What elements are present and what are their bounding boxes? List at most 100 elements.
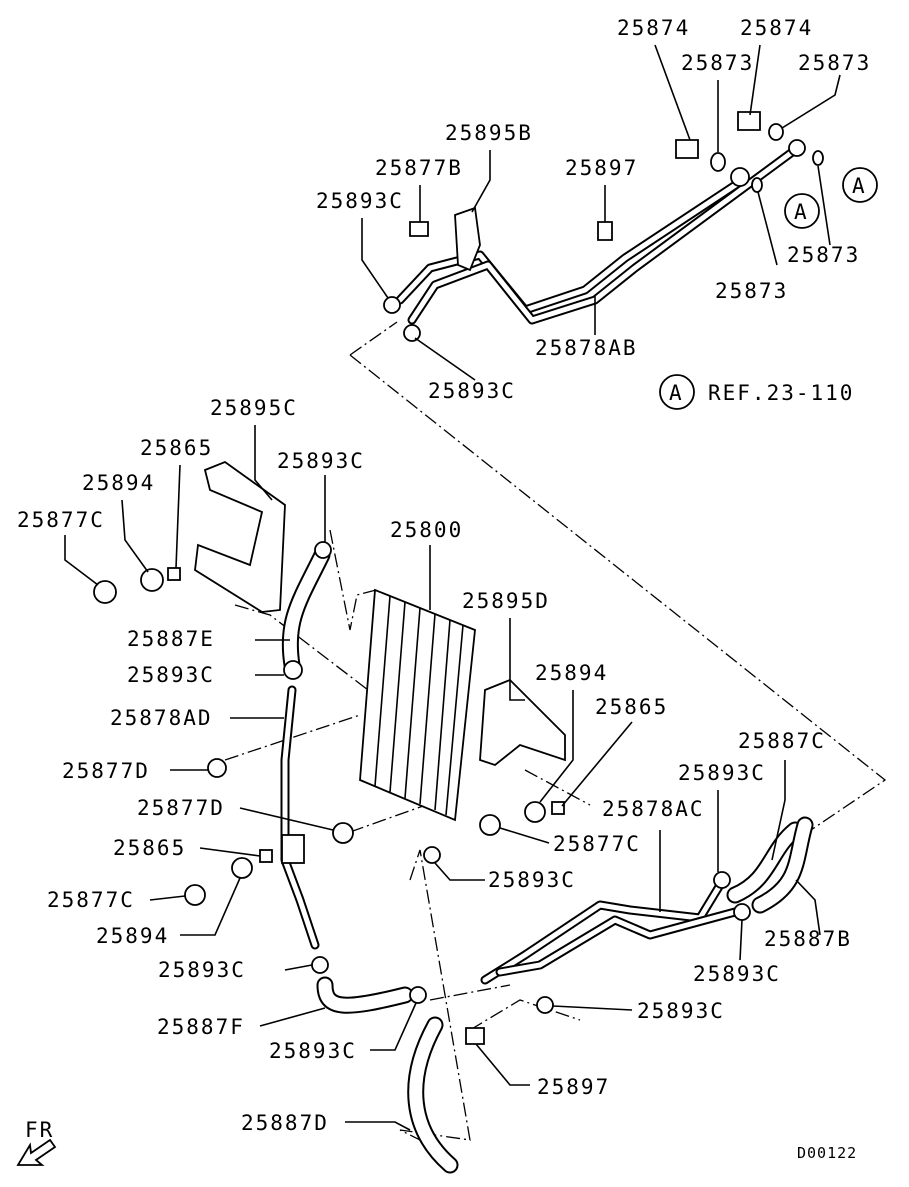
bolt-25877c	[479, 814, 501, 836]
group-line	[234, 604, 369, 691]
leader-line	[749, 44, 761, 116]
bolt-25877b	[409, 221, 429, 237]
leader-line	[199, 847, 261, 857]
part-label-25893c: 25893C	[678, 761, 766, 785]
part-label-25894: 25894	[96, 924, 169, 948]
group-line	[349, 354, 887, 833]
part-label-25897: 25897	[537, 1075, 610, 1099]
bolt-25897	[465, 1027, 485, 1045]
leader-line	[771, 760, 786, 861]
cooler-fins	[374, 595, 464, 816]
washer-25873	[812, 150, 824, 166]
hose-25887b-inner	[753, 818, 812, 912]
leader-line	[539, 690, 574, 803]
leader-line	[499, 827, 550, 844]
collar-25865	[167, 567, 181, 581]
bracket-25895c	[194, 460, 286, 613]
leader-line	[471, 150, 491, 213]
hose-25887d-inner	[409, 1018, 457, 1172]
part-label-25893c: 25893C	[269, 1039, 357, 1063]
bolt-25877d	[207, 758, 227, 778]
part-label-25895c: 25895C	[210, 396, 298, 420]
callout-letter: A	[794, 200, 809, 224]
part-label-25878ab: 25878AB	[535, 336, 638, 360]
clip	[281, 834, 305, 864]
leader-line	[370, 1002, 417, 1051]
washer-25873	[751, 177, 763, 193]
part-label-25874: 25874	[617, 16, 690, 40]
leader-line	[414, 337, 476, 381]
fitting-25893c	[403, 324, 421, 342]
leader-line	[781, 74, 841, 129]
eye-bolt-25874	[737, 111, 761, 131]
group-line	[399, 849, 471, 1151]
oil-cooler-25800	[359, 588, 476, 822]
bolt-25877d	[332, 822, 354, 844]
reference-text: REF.23-110	[708, 381, 854, 405]
part-label-25887f: 25887F	[157, 1015, 245, 1039]
leader-line	[254, 425, 273, 501]
leader-line	[795, 879, 821, 936]
part-label-25893c: 25893C	[488, 868, 576, 892]
part-label-25865: 25865	[595, 695, 668, 719]
grommet-25894	[231, 857, 253, 879]
diagram-drawing	[16, 111, 887, 1174]
pipe-25878ab	[395, 177, 745, 315]
part-label-25893c: 25893C	[637, 999, 725, 1023]
leader-line	[757, 191, 778, 266]
group-line	[429, 984, 511, 1001]
fitting-25893c	[383, 296, 401, 314]
leader-line	[149, 895, 186, 901]
part-label-25873: 25873	[787, 243, 860, 267]
pipe-25878ac-inner	[482, 882, 723, 983]
part-label-25887c: 25887C	[738, 729, 826, 753]
direction-marker: FR	[25, 1118, 54, 1142]
callout-a-1: A	[842, 167, 878, 203]
part-label-25877c: 25877C	[17, 508, 105, 532]
leader-line	[121, 499, 149, 573]
part-label-25878ac: 25878AC	[602, 797, 705, 821]
bracket-25895d	[479, 678, 566, 767]
leader-line	[561, 721, 633, 807]
washer-25873	[768, 123, 784, 141]
clamp-25893c	[409, 986, 427, 1004]
leader-line	[361, 218, 389, 299]
group-line	[524, 769, 591, 806]
hose-25887c-inner	[728, 823, 802, 902]
part-label-25897: 25897	[565, 156, 638, 180]
leader-line	[509, 618, 525, 701]
part-label-25893c: 25893C	[316, 189, 404, 213]
part-label-25893c: 25893C	[428, 379, 516, 403]
hose-25887f-inner	[318, 978, 412, 1012]
part-label-25895b: 25895B	[445, 121, 533, 145]
group-line	[329, 529, 377, 631]
part-label-25874: 25874	[740, 16, 813, 40]
part-label-25887d: 25887D	[241, 1111, 329, 1135]
part-label-25893c: 25893C	[277, 449, 365, 473]
leader-line	[239, 807, 334, 831]
leader-line	[284, 964, 313, 971]
part-label-25877b: 25877B	[375, 156, 463, 180]
clamp-25893c	[536, 996, 554, 1014]
part-label-25877c: 25877C	[553, 832, 641, 856]
eye-bolt-25874	[675, 139, 699, 159]
diagram-id: D00122	[797, 1144, 857, 1162]
hose-25887e-inner	[283, 548, 329, 672]
grommet-25894	[524, 801, 546, 823]
leader-line	[739, 919, 743, 961]
collar-25865	[259, 849, 273, 863]
group-line	[349, 321, 398, 356]
pipe-25878ac-2-inner	[497, 909, 738, 975]
eye-fitting	[730, 167, 750, 187]
part-label-25894: 25894	[535, 661, 608, 685]
part-label-25878ad: 25878AD	[110, 706, 213, 730]
group-line	[469, 999, 581, 1031]
part-label-25887b: 25887B	[764, 927, 852, 951]
bracket-25895b	[454, 206, 481, 272]
clamp-25893c	[283, 660, 303, 680]
callout-letter: A	[852, 174, 867, 198]
part-label-25877d: 25877D	[62, 759, 150, 783]
